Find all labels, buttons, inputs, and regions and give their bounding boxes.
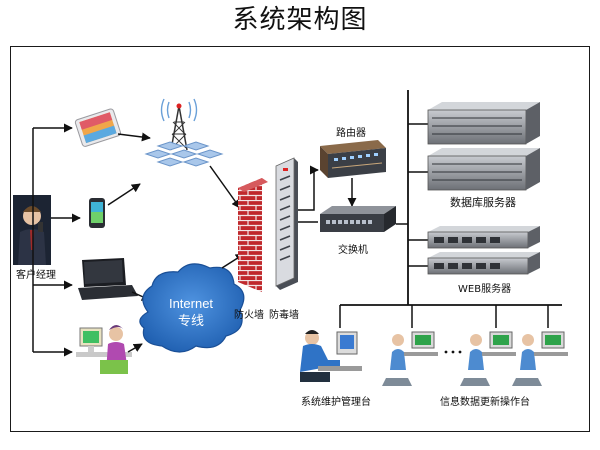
antivirus-wall-icon bbox=[275, 157, 298, 290]
wireless-tower-icon bbox=[160, 98, 198, 151]
label-maintenance-console: 系统维护管理台 bbox=[301, 397, 371, 408]
label-antivirus-wall: 防毒墙 bbox=[269, 310, 299, 321]
label-update-console: 信息数据更新操作台 bbox=[440, 397, 530, 408]
diagram-title: 系统架构图 bbox=[232, 5, 368, 35]
businessman-icon bbox=[13, 195, 51, 265]
person-computer-icon bbox=[76, 325, 132, 374]
diagram-frame bbox=[10, 46, 590, 432]
smartphone-icon bbox=[89, 198, 105, 228]
label-router: 路由器 bbox=[336, 128, 366, 139]
cell-hex-grid bbox=[144, 141, 224, 167]
label-dedicated-line: 专线 bbox=[177, 314, 204, 329]
update-console-icon bbox=[382, 331, 568, 386]
internet-cloud bbox=[139, 263, 245, 353]
router-icon bbox=[320, 140, 386, 178]
maintenance-console-icon bbox=[300, 330, 362, 382]
tablet-icon bbox=[74, 108, 122, 147]
label-switch: 交换机 bbox=[338, 245, 368, 256]
label-db-server: 数据库服务器 bbox=[450, 196, 516, 209]
web-server-icon bbox=[427, 226, 540, 275]
firewall-icon bbox=[238, 178, 268, 292]
label-client-manager: 客户经理 bbox=[16, 270, 56, 281]
switch-icon bbox=[320, 206, 396, 232]
label-web-server: WEB服务器 bbox=[458, 284, 512, 295]
label-internet: Internet bbox=[168, 296, 214, 311]
db-server-icon bbox=[427, 102, 540, 191]
laptop-icon bbox=[78, 258, 138, 300]
label-firewall: 防火墙 bbox=[234, 310, 264, 321]
